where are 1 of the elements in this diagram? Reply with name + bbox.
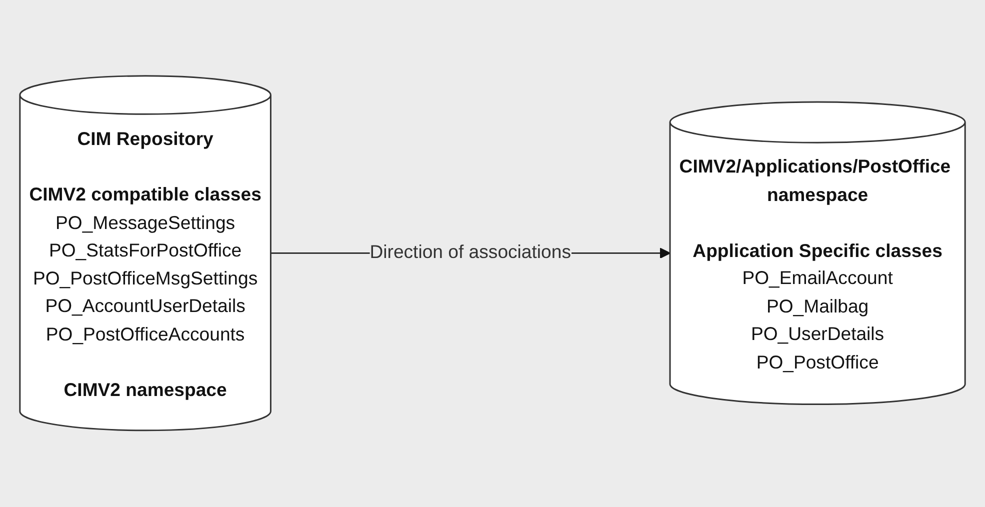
diagram: Direction of associations CIM Repository CIMV2 compatible classes PO_MessageSettings PO_StatsForPostOffice PO_PostOfficeMsgSettings PO_AccountUserDetails PO_PostOfficeAccounts CIMV2 namespace CIMV2/Applications/PostOffice namespace Application Specific classes PO_EmailAccount PO_Mailbag PO_UserDetails PO_PostOffice [10,66,975,441]
